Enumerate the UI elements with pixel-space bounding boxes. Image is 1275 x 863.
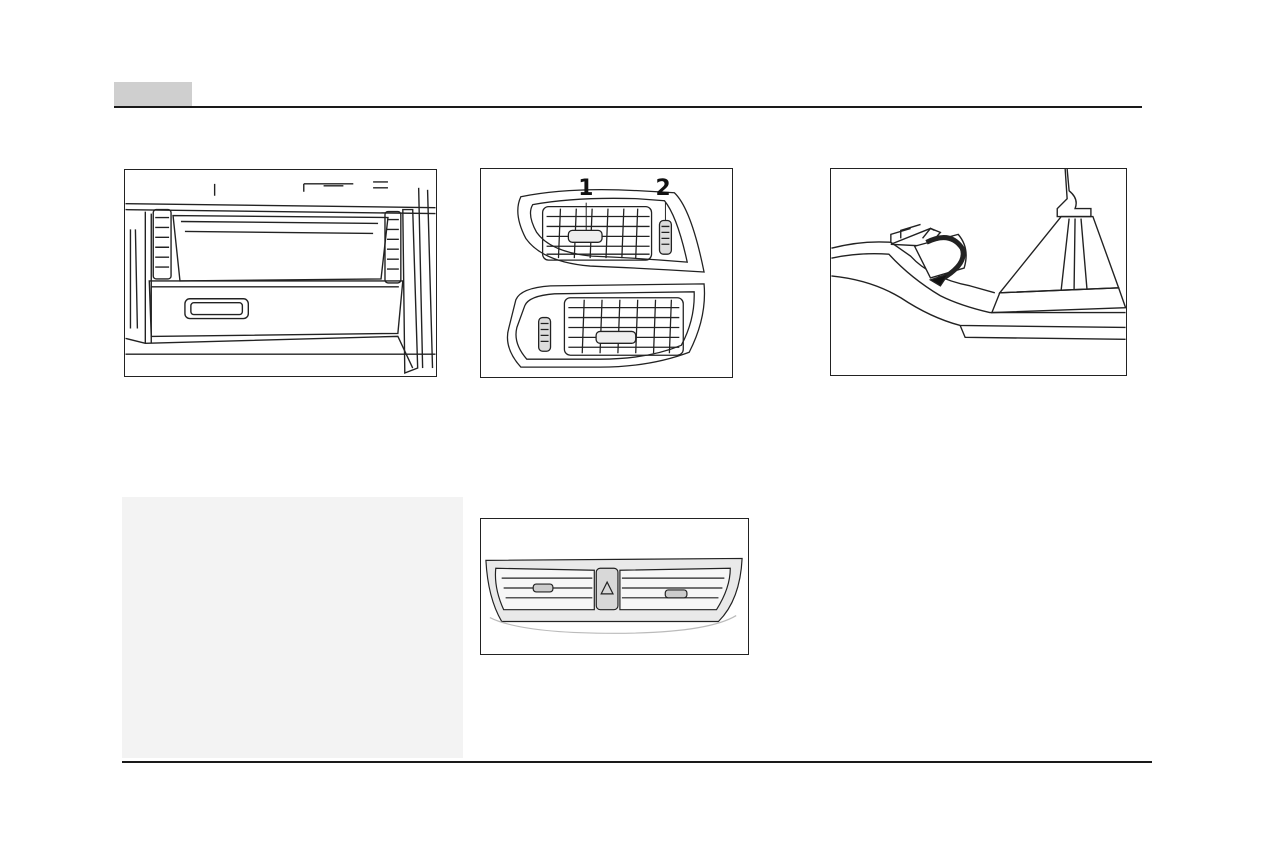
center-air-vent-icon xyxy=(485,557,743,634)
header-rule xyxy=(114,106,1142,108)
center-vent-figure xyxy=(480,518,749,655)
gear-shifter-storage-icon xyxy=(831,169,1126,341)
glove-box-icon xyxy=(125,181,436,375)
vent-thumbwheel-label: 2 xyxy=(656,176,671,201)
note-box xyxy=(122,497,463,758)
footer-rule xyxy=(122,761,1152,763)
vent-grille-label: 1 xyxy=(578,176,593,201)
side-air-vents-icon: 1 2 xyxy=(506,176,706,368)
shifter-figure xyxy=(830,168,1127,376)
glove-box-figure xyxy=(124,169,437,377)
side-vents-figure: 1 2 xyxy=(480,168,733,378)
section-tab-marker xyxy=(114,82,192,106)
